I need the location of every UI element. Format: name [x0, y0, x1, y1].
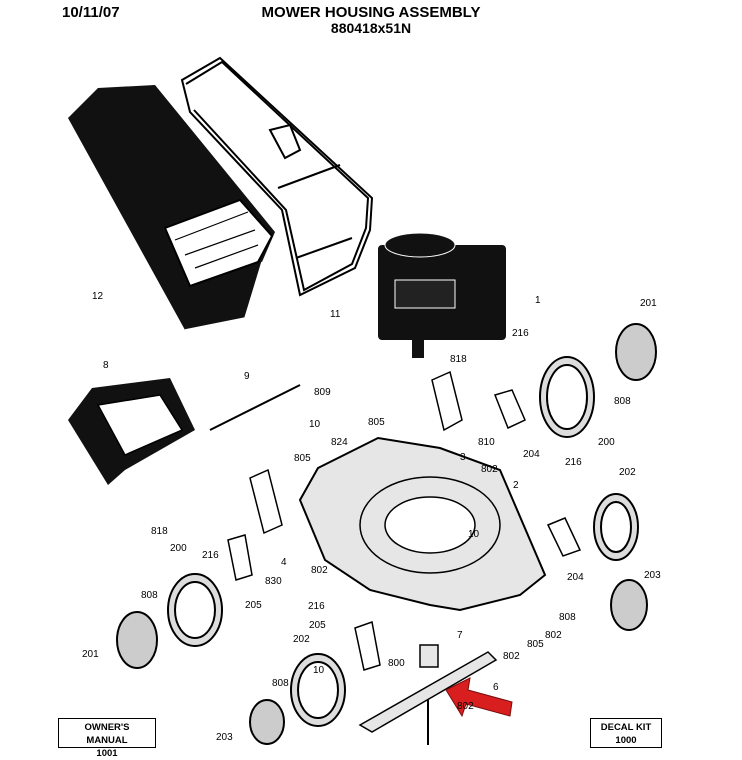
- part-label: 802: [481, 464, 498, 475]
- part-label: 200: [598, 437, 615, 448]
- part-label: 1: [535, 295, 541, 306]
- blade-adapter-drawing: [419, 644, 439, 668]
- part-label: 830: [265, 576, 282, 587]
- discharge-door-drawing: [68, 378, 195, 485]
- part-label: 809: [314, 387, 331, 398]
- owners-manual-number: 1001: [96, 748, 118, 759]
- housing-opening: [384, 496, 476, 554]
- grass-bag-drawing: [68, 85, 275, 331]
- decal-kit-label: DECAL KIT: [600, 722, 652, 733]
- highlight-arrow: [445, 677, 513, 718]
- part-label: 201: [82, 649, 99, 660]
- part-label: 201: [640, 298, 657, 309]
- part-label: 11: [330, 309, 341, 320]
- wheels-drawing: [116, 323, 657, 745]
- part-label: 204: [567, 572, 584, 583]
- part-label: 818: [450, 354, 467, 365]
- part-label: 200: [170, 543, 187, 554]
- part-label: 203: [216, 732, 233, 743]
- part-label: 805: [294, 453, 311, 464]
- height-adjusters-drawing: [227, 370, 582, 671]
- owners-manual-box: OWNER'S MANUAL 1001: [58, 718, 156, 759]
- part-label: 802: [503, 651, 520, 662]
- part-label: 800: [388, 658, 405, 669]
- part-label: 204: [523, 449, 540, 460]
- page-title: MOWER HOUSING ASSEMBLY: [261, 4, 481, 21]
- part-label: 824: [331, 437, 348, 448]
- part-label: 808: [141, 590, 158, 601]
- part-label: 805: [368, 417, 385, 428]
- part-label: 7: [457, 630, 463, 641]
- decal-kit-box: DECAL KIT 1000: [590, 718, 662, 748]
- part-label: 808: [614, 396, 631, 407]
- part-label: 808: [272, 678, 289, 689]
- part-label: 202: [619, 467, 636, 478]
- part-label: 10: [313, 665, 325, 676]
- part-label: 802: [457, 701, 474, 712]
- part-label: 6: [493, 682, 499, 693]
- date-label: 10/11/07: [62, 4, 120, 21]
- bag-frame-drawing: [180, 56, 374, 297]
- part-label: 2: [513, 480, 519, 491]
- model-number: 880418x51N: [330, 20, 412, 36]
- part-label: 805: [527, 639, 544, 650]
- part-label: 205: [309, 620, 326, 631]
- decal-kit-number: 1000: [615, 735, 637, 746]
- part-label: 8: [103, 360, 109, 371]
- owners-manual-label: OWNER'S MANUAL: [84, 722, 130, 746]
- part-label: 9: [244, 371, 250, 382]
- part-label: 10: [468, 529, 480, 540]
- part-label: 202: [293, 634, 310, 645]
- part-label: 818: [151, 526, 168, 537]
- part-label: 12: [92, 291, 104, 302]
- part-label: 802: [545, 630, 562, 641]
- part-label: 4: [281, 557, 287, 568]
- engine-drawing: [378, 232, 506, 358]
- part-label: 216: [565, 457, 582, 468]
- part-label: 3: [460, 452, 466, 463]
- part-label: 808: [559, 612, 576, 623]
- part-label: 216: [308, 601, 325, 612]
- blade-drawing: [358, 651, 498, 733]
- part-label: 205: [245, 600, 262, 611]
- part-labels: 1 2 3 4 6 7 8 9 10 10 10 11 12 200 200 2…: [82, 291, 661, 743]
- hinge-rod-drawing: [209, 384, 301, 431]
- part-label: 810: [478, 437, 495, 448]
- part-label: 10: [309, 419, 321, 430]
- part-label: 802: [311, 565, 328, 576]
- part-label: 216: [202, 550, 219, 561]
- part-label: 216: [512, 328, 529, 339]
- part-label: 203: [644, 570, 661, 581]
